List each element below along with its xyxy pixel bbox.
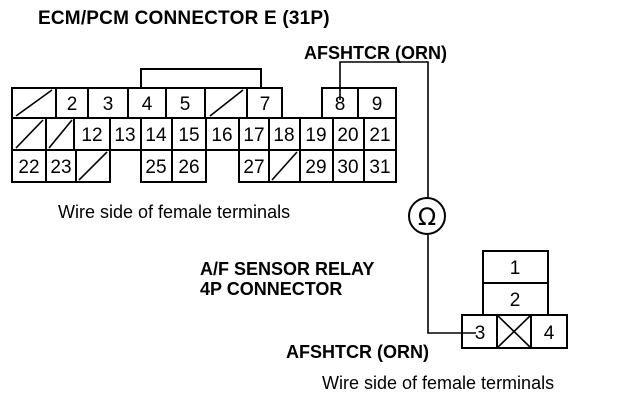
ecm-terminal: 25 xyxy=(145,157,166,178)
ecm-terminal: 4 xyxy=(142,94,153,115)
ecm-terminal: 18 xyxy=(273,125,294,146)
relay-title-line-2: 4P CONNECTOR xyxy=(200,279,343,299)
relay-terminal: 3 xyxy=(475,323,486,344)
ecm-terminal: 13 xyxy=(114,125,135,146)
ecm-row3-right xyxy=(238,149,397,183)
ecm-terminal: 27 xyxy=(243,157,264,178)
relay-terminal-numbers: 1 2 3 4 xyxy=(475,258,555,344)
ecm-terminal: 31 xyxy=(369,157,390,178)
ecm-terminal: 20 xyxy=(337,125,358,146)
ecm-terminal: 17 xyxy=(243,125,264,146)
ecm-row3-middle xyxy=(140,149,207,183)
relay-terminal: 1 xyxy=(510,258,521,279)
ecm-terminal: 16 xyxy=(211,125,232,146)
probe-wire-relay xyxy=(427,235,476,334)
ohmmeter: Ω xyxy=(408,197,446,235)
relay-connector-title: A/F SENSOR RELAY 4P CONNECTOR xyxy=(200,259,374,299)
ecm-terminal: 12 xyxy=(81,125,102,146)
relay-signal-label: AFSHTCR (ORN) xyxy=(286,342,429,362)
relay-terminal: 4 xyxy=(544,323,555,344)
ecm-terminal: 22 xyxy=(18,157,39,178)
ecm-terminal: 30 xyxy=(337,157,358,178)
ecm-terminal: 7 xyxy=(260,94,271,115)
probe-wire-ecm xyxy=(339,61,429,197)
ecm-terminal: 29 xyxy=(305,157,326,178)
ecm-connector xyxy=(11,68,397,183)
probe-wires xyxy=(339,61,476,334)
diagram-title: ECM/PCM CONNECTOR E (31P) xyxy=(38,8,330,29)
ecm-connector-caption: Wire side of female terminals xyxy=(58,202,291,222)
relay-connector xyxy=(461,250,568,349)
unused-terminal-marks xyxy=(15,89,298,181)
relay-bottom-row xyxy=(461,314,568,349)
ohm-icon: Ω xyxy=(418,203,436,231)
relay-connector-caption: Wire side of female terminals xyxy=(322,373,555,393)
relay-title-line-1: A/F SENSOR RELAY xyxy=(200,259,375,279)
ecm-terminal-numbers: 2 3 4 5 7 8 9 12 13 14 15 16 17 18 19 20… xyxy=(18,94,390,178)
ecm-terminal: 9 xyxy=(372,94,383,115)
ecm-terminal: 21 xyxy=(369,125,390,146)
ecm-terminal: 2 xyxy=(67,94,78,115)
ecm-terminal: 23 xyxy=(50,157,71,178)
ecm-terminal: 5 xyxy=(180,94,191,115)
ecm-locking-tab xyxy=(140,68,262,89)
ecm-terminal: 3 xyxy=(103,94,114,115)
ohmmeter-circle xyxy=(408,197,446,235)
relay-terminal: 2 xyxy=(510,290,521,311)
ecm-row3-left xyxy=(11,149,111,183)
ecm-terminal: 19 xyxy=(305,125,326,146)
ecm-terminal: 15 xyxy=(178,125,199,146)
ecm-terminal: 8 xyxy=(335,94,346,115)
ecm-signal-label: AFSHTCR (ORN) xyxy=(304,43,447,63)
ecm-terminal: 14 xyxy=(145,125,167,146)
ecm-terminal: 26 xyxy=(178,157,199,178)
